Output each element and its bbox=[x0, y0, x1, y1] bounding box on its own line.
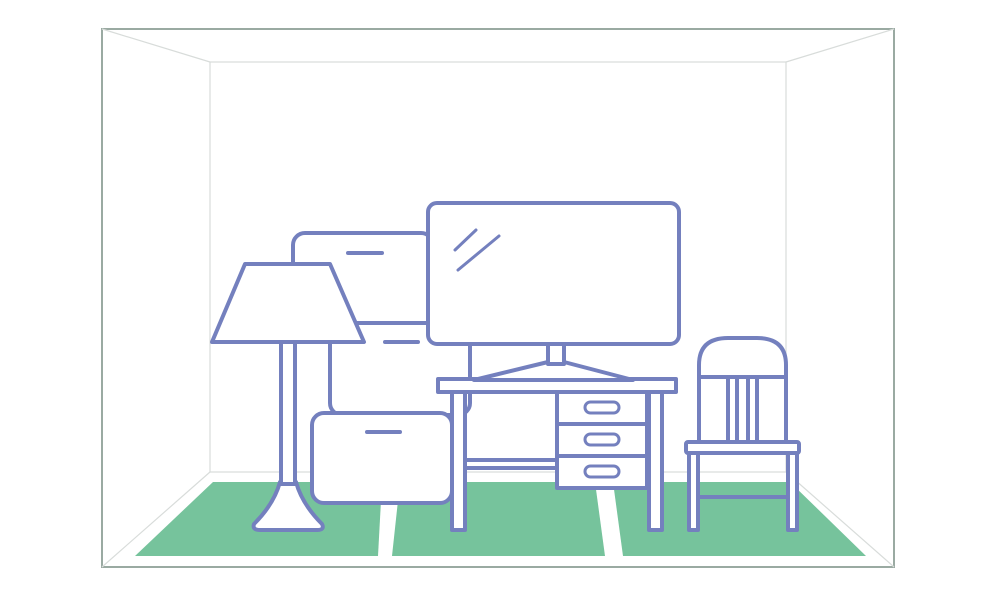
screen-glare-1 bbox=[453, 228, 478, 252]
chair-slat-left bbox=[726, 375, 739, 449]
room-frame bbox=[101, 28, 895, 568]
desk-icon bbox=[436, 377, 678, 532]
drawer-unit-icon bbox=[555, 390, 649, 490]
screen-glare-2 bbox=[456, 234, 501, 272]
chair-slat-right bbox=[746, 375, 759, 449]
chair-back bbox=[697, 336, 788, 452]
wall-edge-top-left bbox=[101, 28, 211, 63]
lamp-stem bbox=[279, 336, 297, 486]
drawer-2 bbox=[555, 422, 649, 458]
drawer-3-handle bbox=[583, 464, 621, 479]
floor-lamp-icon bbox=[210, 262, 366, 532]
chair-leg-left bbox=[687, 450, 700, 532]
drawer-3 bbox=[555, 454, 649, 490]
lamp-base bbox=[251, 480, 325, 532]
drawer-2-handle bbox=[583, 432, 621, 447]
desk-crossbar bbox=[463, 458, 559, 470]
box-bottom bbox=[310, 411, 454, 505]
lamp-shade bbox=[210, 262, 366, 344]
chair-seat bbox=[684, 440, 801, 455]
desk-leg-right bbox=[647, 388, 664, 532]
drawer-1 bbox=[555, 390, 649, 426]
wall-edge-top-right bbox=[785, 28, 895, 63]
chair-leg-right bbox=[786, 450, 799, 532]
wall-edge-bottom-right bbox=[785, 471, 895, 568]
back-wall bbox=[209, 61, 787, 473]
chair-icon bbox=[684, 336, 801, 532]
rug-panel-right bbox=[613, 482, 866, 556]
drawer-1-handle bbox=[583, 400, 621, 415]
wall-edge-bottom-left bbox=[101, 471, 211, 568]
floor-rug-icon bbox=[135, 482, 866, 556]
monitor-icon bbox=[426, 201, 681, 382]
monitor-screen bbox=[426, 201, 681, 346]
room-walls bbox=[101, 28, 895, 568]
